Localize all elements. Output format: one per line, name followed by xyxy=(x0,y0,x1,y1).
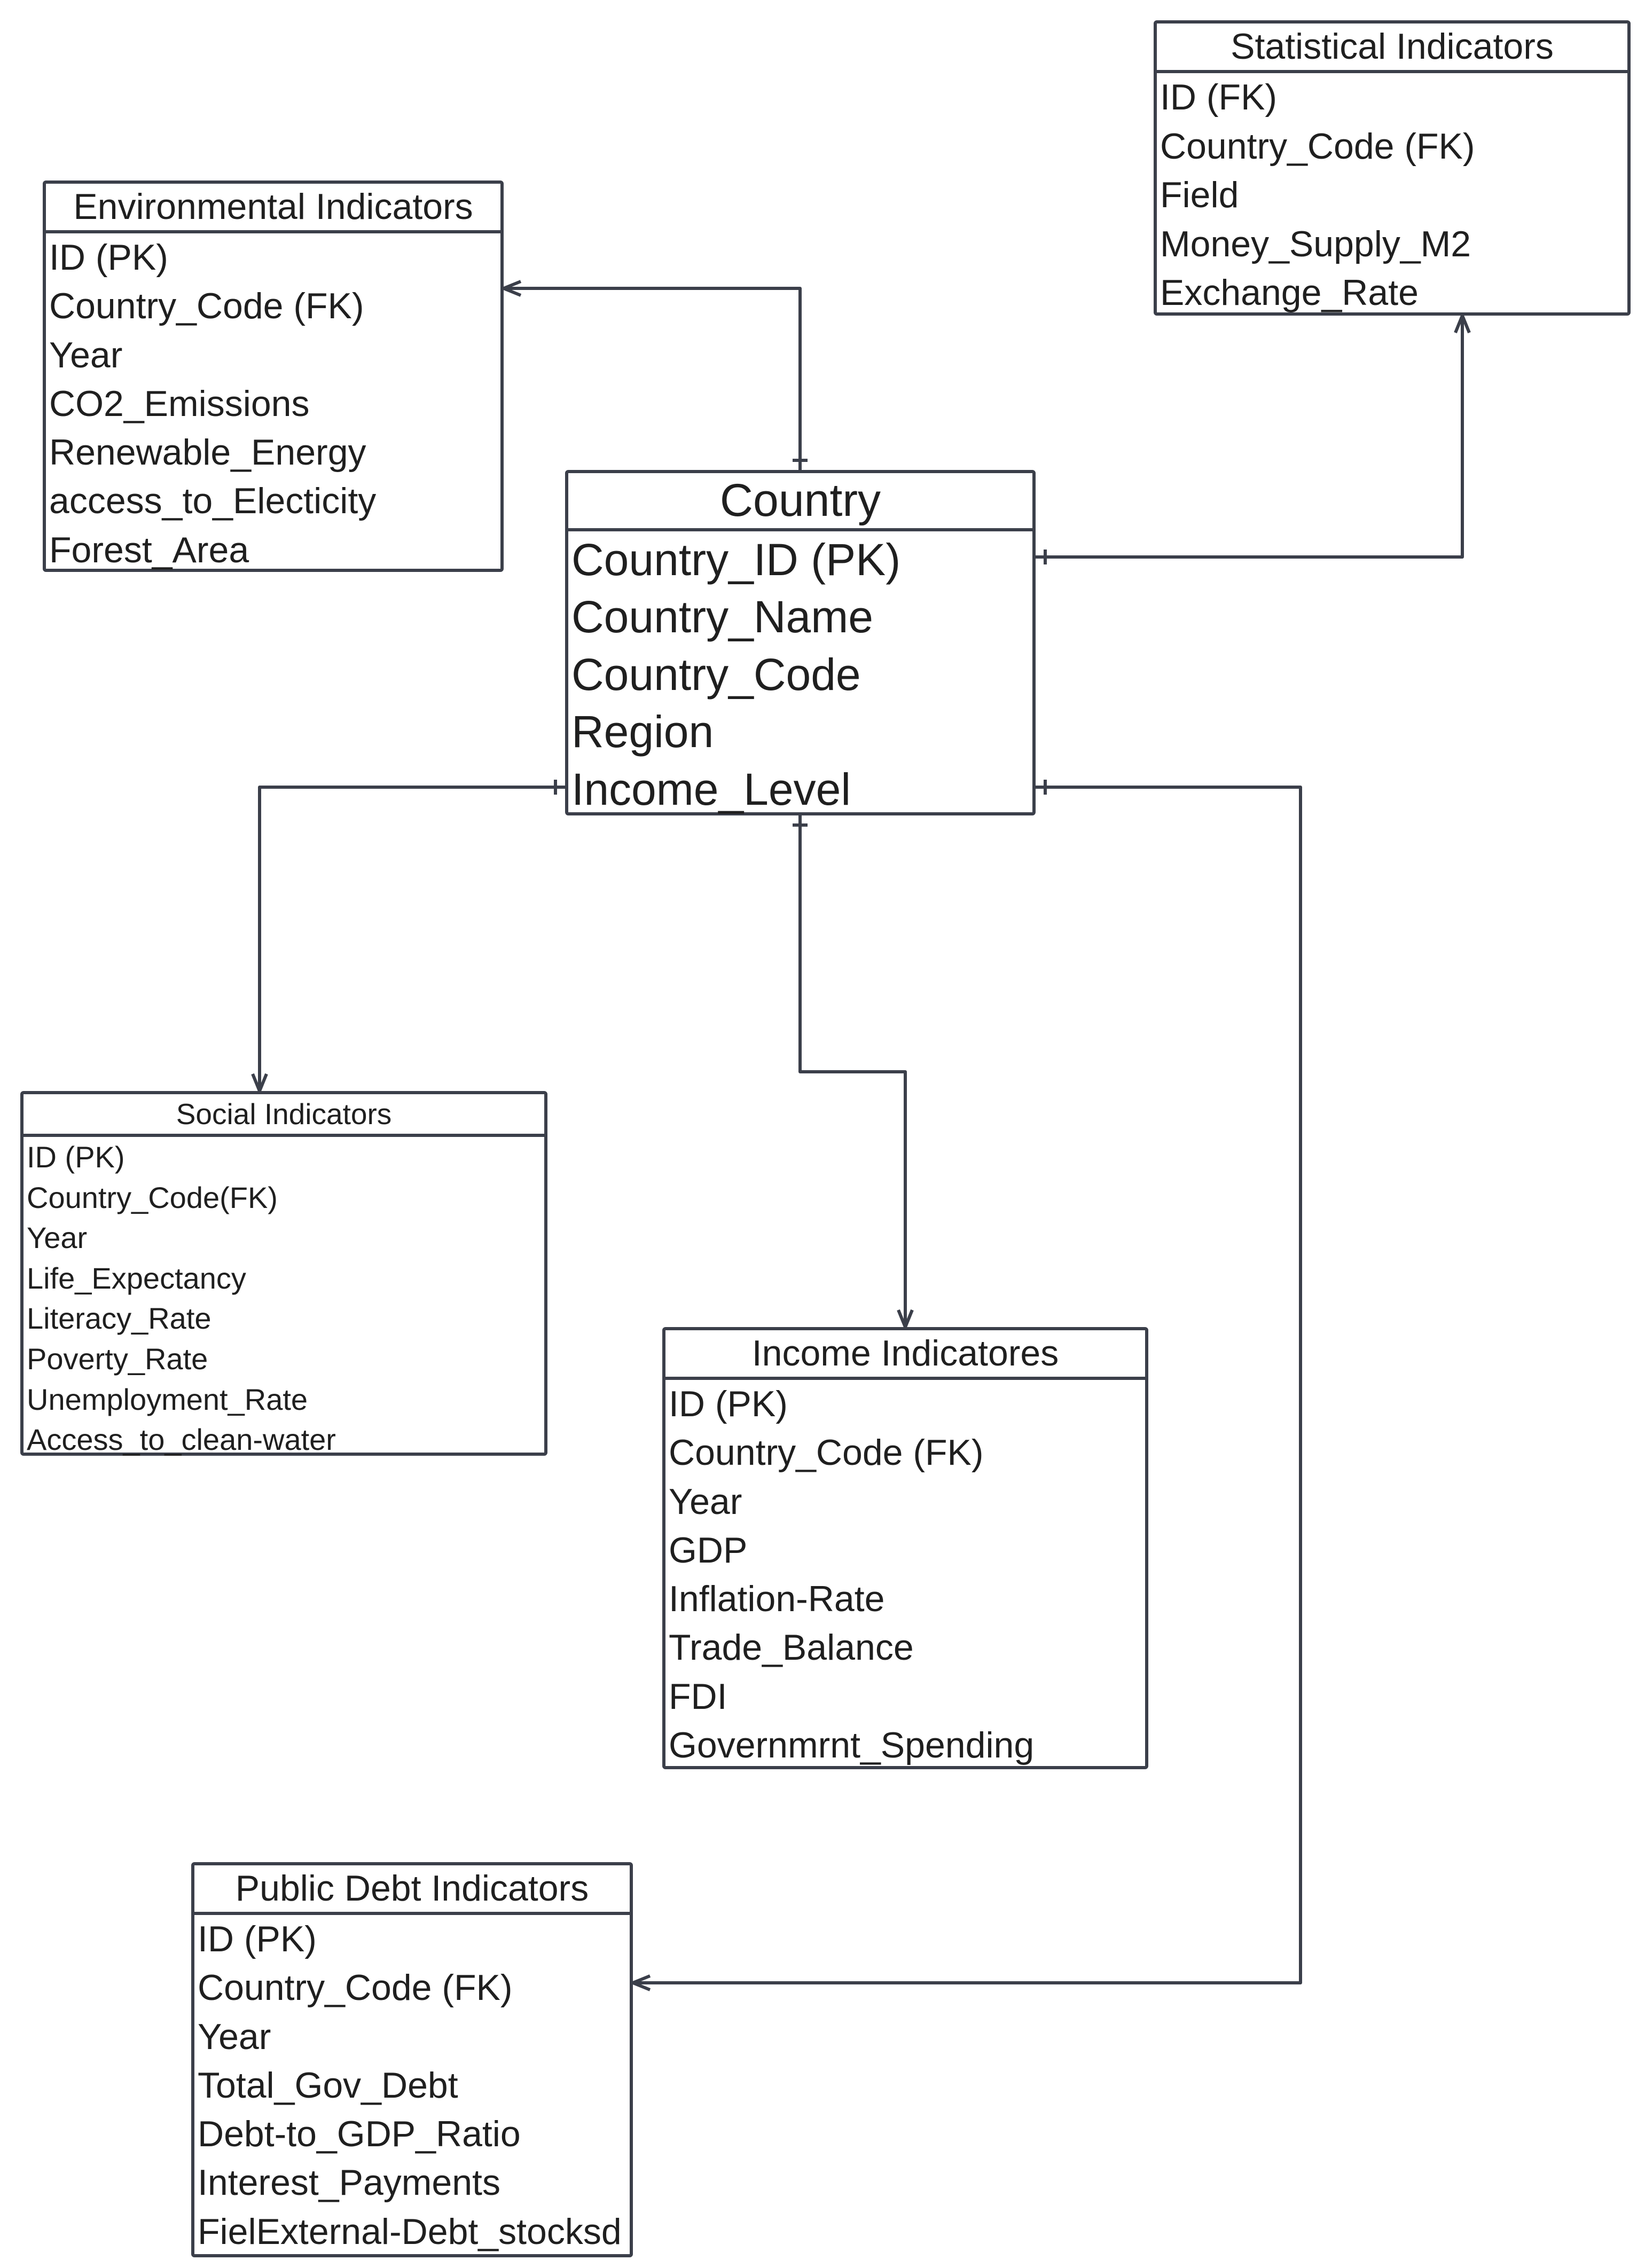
rel-country-income xyxy=(798,815,907,1327)
rel-country-social xyxy=(258,786,565,1091)
rel-country-public-debt xyxy=(633,786,1302,1984)
attribute-list: ID (PK) Country_Code(FK) Year Life_Expec… xyxy=(24,1137,544,1460)
entity-statistical-indicators[interactable]: Statistical Indicators ID (FK) Country_C… xyxy=(1154,20,1631,316)
attribute: ID (PK) xyxy=(49,237,168,278)
attribute: Interest_Payments xyxy=(198,2162,500,2203)
attribute: Renewable_Energy xyxy=(49,432,366,473)
entity-public-debt-indicators[interactable]: Public Debt Indicators ID (PK) Country_C… xyxy=(191,1862,633,2257)
attribute: Year xyxy=(669,1481,742,1522)
attribute: Access_to_clean-water xyxy=(27,1423,336,1457)
attribute: Life_Expectancy xyxy=(27,1261,246,1295)
entity-title: Public Debt Indicators xyxy=(194,1865,630,1915)
entity-title: Environmental Indicators xyxy=(46,184,500,233)
attribute: ID (PK) xyxy=(669,1384,788,1424)
many-marker-social xyxy=(251,1073,268,1092)
attribute: Year xyxy=(49,334,123,375)
entity-country[interactable]: Country Country_ID (PK) Country_Name Cou… xyxy=(565,470,1036,815)
attribute: Country_Code xyxy=(571,649,861,700)
attribute-list: Country_ID (PK) Country_Name Country_Cod… xyxy=(568,531,1032,818)
rel-country-statistical xyxy=(1036,316,1464,559)
attribute: Country_Code(FK) xyxy=(27,1180,278,1214)
attribute: ID (PK) xyxy=(198,1919,317,1959)
attribute: Total_Gov_Debt xyxy=(198,2065,458,2106)
attribute: Income_Level xyxy=(571,764,851,814)
attribute-list: ID (PK) Country_Code (FK) Year CO2_Emiss… xyxy=(46,233,500,575)
attribute: Inflation-Rate xyxy=(669,1579,885,1620)
attribute-list: ID (FK) Country_Code (FK) Field Money_Su… xyxy=(1157,73,1627,318)
attribute: Forest_Area xyxy=(49,529,249,570)
attribute: Governmrnt_Spending xyxy=(669,1725,1035,1766)
attribute: Field xyxy=(1160,175,1239,215)
attribute: access_to_Electicity xyxy=(49,481,377,522)
many-marker-environmental xyxy=(503,280,522,297)
entity-environmental-indicators[interactable]: Environmental Indicators ID (PK) Country… xyxy=(43,181,504,572)
rel-country-environmental xyxy=(504,287,802,470)
entity-social-indicators[interactable]: Social Indicators ID (PK) Country_Code(F… xyxy=(20,1091,547,1456)
attribute: Country_Code (FK) xyxy=(1160,125,1475,167)
attribute: Country_Name xyxy=(571,592,873,642)
attribute: Exchange_Rate xyxy=(1160,272,1419,313)
attribute: Region xyxy=(571,707,714,757)
entity-title: Income Indicatores xyxy=(665,1330,1145,1380)
attribute: Literacy_Rate xyxy=(27,1301,212,1336)
attribute: Country_Code (FK) xyxy=(669,1432,984,1473)
attribute: ID (FK) xyxy=(1160,77,1278,117)
attribute: Year xyxy=(198,2016,271,2057)
attribute: Poverty_Rate xyxy=(27,1341,208,1376)
attribute: Debt-to_GDP_Ratio xyxy=(198,2114,521,2155)
attribute: ID (PK) xyxy=(27,1140,125,1174)
entity-income-indicators[interactable]: Income Indicatores ID (PK) Country_Code … xyxy=(662,1327,1148,1769)
attribute: Unemployment_Rate xyxy=(27,1382,308,1416)
many-marker-statistical xyxy=(1454,315,1471,334)
attribute: FDI xyxy=(669,1676,727,1717)
entity-title: Statistical Indicators xyxy=(1157,23,1627,73)
many-marker-public-debt xyxy=(632,1974,651,1991)
entity-title: Country xyxy=(568,473,1032,531)
attribute-list: ID (PK) Country_Code (FK) Year GDP Infla… xyxy=(665,1380,1145,1770)
attribute: CO2_Emissions xyxy=(49,383,310,424)
attribute: Money_Supply_M2 xyxy=(1160,223,1471,264)
attribute: Trade_Balance xyxy=(669,1627,914,1668)
attribute: Country_Code (FK) xyxy=(198,1967,513,2008)
attribute: Year xyxy=(27,1221,88,1255)
attribute-list: ID (PK) Country_Code (FK) Year Total_Gov… xyxy=(194,1915,630,2256)
attribute: Country_ID (PK) xyxy=(571,535,901,585)
attribute: FielExternal-Debt_stocksd xyxy=(198,2211,622,2252)
attribute: GDP xyxy=(669,1529,748,1571)
attribute: Country_Code (FK) xyxy=(49,286,364,327)
many-marker-income xyxy=(897,1309,914,1328)
entity-title: Social Indicators xyxy=(24,1094,544,1137)
